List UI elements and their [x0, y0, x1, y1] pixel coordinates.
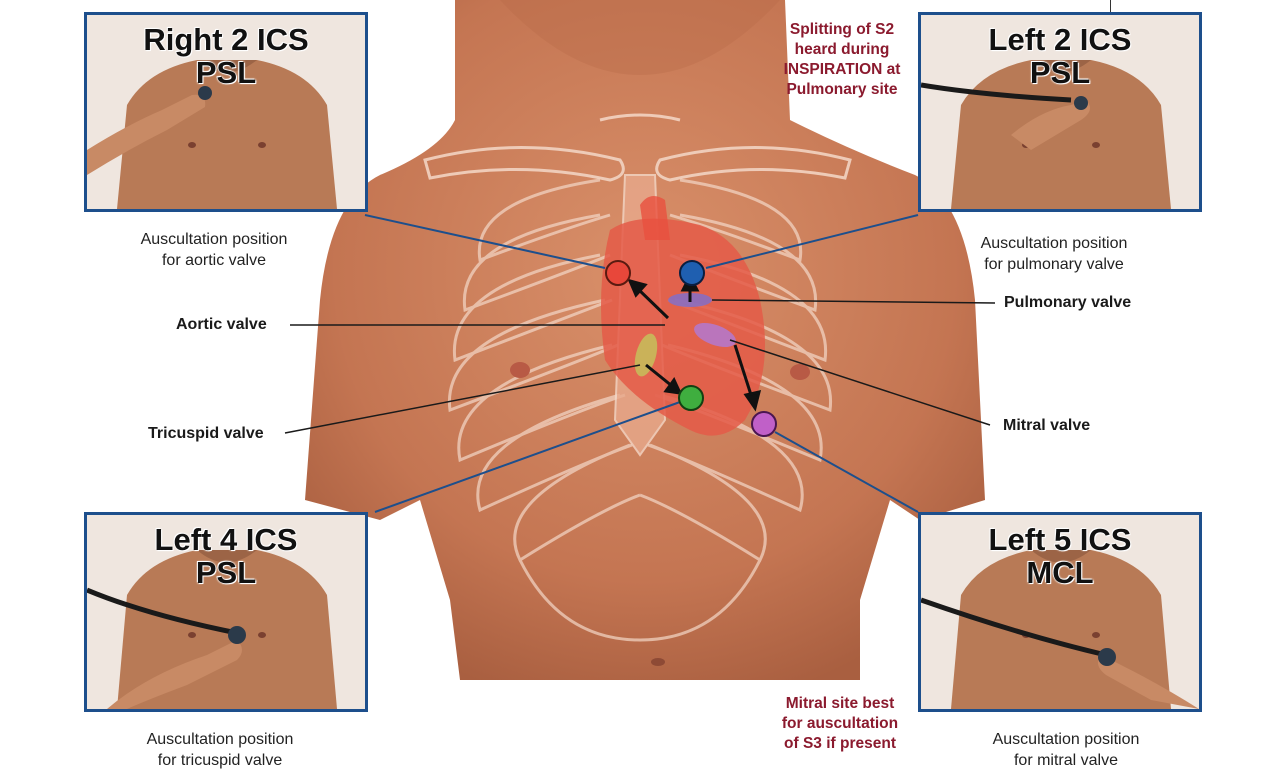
tricuspid-site-dot[interactable] [679, 386, 703, 410]
label-tricuspid-valve: Tricuspid valve [148, 425, 264, 443]
caption-pulmonary: Auscultation position for pulmonary valv… [934, 233, 1174, 275]
aortic-site-dot[interactable] [606, 261, 630, 285]
panel-title: Left 2 ICS PSL [921, 23, 1199, 89]
caption-mitral: Auscultation position for mitral valve [946, 729, 1186, 771]
caption-tricuspid: Auscultation position for tricuspid valv… [100, 729, 340, 771]
panel-title: Left 4 ICS PSL [87, 523, 365, 589]
edge-tick [1110, 0, 1111, 12]
label-pulmonary-valve: Pulmonary valve [1004, 294, 1131, 312]
caption-aortic: Auscultation position for aortic valve [94, 229, 334, 271]
panel-left-5-ics: Left 5 ICS MCL [918, 512, 1202, 712]
mitral-site-dot[interactable] [752, 412, 776, 436]
panel-left-4-ics: Left 4 ICS PSL [84, 512, 368, 712]
note-s3-mitral: Mitral site best for auscultation of S3 … [750, 694, 930, 754]
note-s2-splitting: Splitting of S2 heard during INSPIRATION… [752, 20, 932, 100]
panel-right-2-ics: Right 2 ICS PSL [84, 12, 368, 212]
panel-title: Right 2 ICS PSL [87, 23, 365, 89]
label-mitral-valve: Mitral valve [1003, 417, 1090, 435]
panel-title: Left 5 ICS MCL [921, 523, 1199, 589]
pulmonary-site-dot[interactable] [680, 261, 704, 285]
panel-left-2-ics: Left 2 ICS PSL [918, 12, 1202, 212]
label-aortic-valve: Aortic valve [176, 316, 267, 334]
